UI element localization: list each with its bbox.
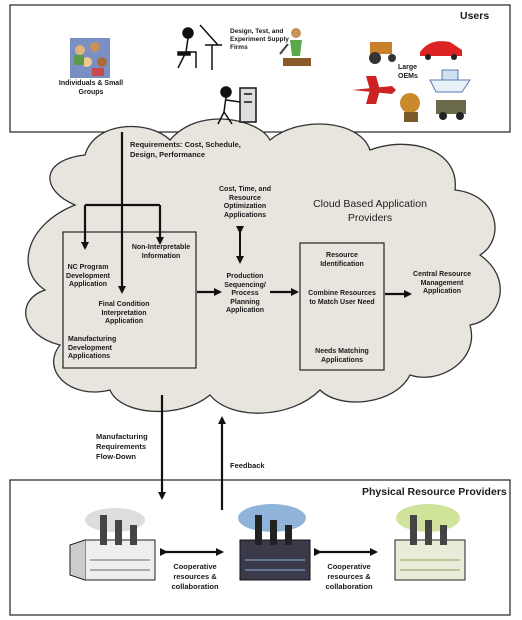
providers-title: Physical Resource Providers [362, 486, 507, 498]
flow-down-label: Manufacturing Requirements Flow-Down [96, 432, 148, 461]
central-resource-label: Central Resource Management Application [413, 271, 471, 295]
users-title: Users [460, 10, 490, 22]
cloud-shape [25, 118, 501, 414]
design-firms-label: Design, Test, and Experiment Supply Firm… [230, 28, 289, 51]
cloud-title: Cloud Based Application Providers [313, 198, 427, 224]
tractor-icon [369, 42, 396, 64]
resource-group-box [299, 242, 385, 371]
humvee-icon [436, 100, 466, 120]
manufacturing-dev-label: Manufacturing Development Applications [68, 336, 117, 360]
coop-left-label: Cooperative resources & collaboration [171, 562, 219, 591]
airplane-icon [352, 76, 396, 104]
factory-right-icon [394, 504, 466, 581]
nc-program-label: NC Program Development Application [66, 264, 110, 288]
large-oems-label: Large OEMs [398, 64, 418, 80]
combine-resources-label: Combine Resources to Match User Need [308, 290, 376, 306]
microscope-woman-icon [279, 28, 311, 66]
group-photo-icon [70, 38, 110, 78]
coop-right-label: Cooperative resources & collaboration [325, 562, 373, 591]
feedback-label: Feedback [230, 461, 265, 470]
sports-car-icon [420, 41, 462, 60]
factory-middle-icon [238, 504, 311, 581]
needs-matching-label: Needs Matching Applications [315, 348, 369, 364]
engine-icon [400, 93, 420, 122]
boat-icon [429, 69, 471, 93]
resource-id-label: Resource Identification [320, 252, 364, 268]
factory-left-icon [69, 508, 156, 581]
engineer-machine-icon [217, 86, 257, 125]
individuals-label: Individuals & Small Groups [58, 80, 124, 96]
production-label: Production Sequencing/ Process Planning … [224, 273, 266, 314]
non-interpretable-label: Non-Interpretable Information [131, 244, 191, 260]
nc-group-box [62, 231, 197, 369]
requirements-label: Requirements: Cost, Schedule, Design, Pe… [130, 140, 241, 159]
final-condition-label: Final Condition Interpretation Applicati… [98, 301, 150, 325]
cost-time-label: Cost, Time, and Resource Optimization Ap… [219, 186, 271, 219]
designer-drafting-icon [177, 24, 222, 70]
